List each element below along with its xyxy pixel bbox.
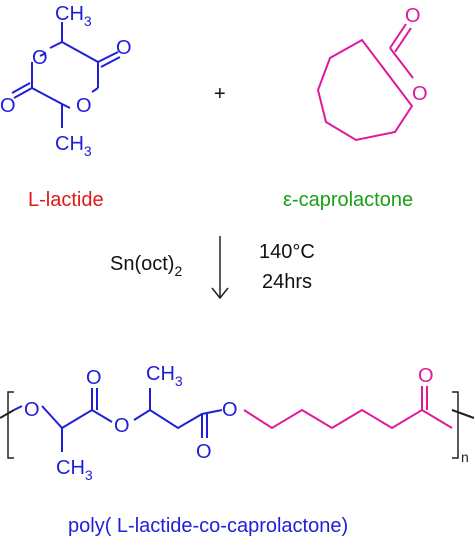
product-caprolactone-carbonyl [421,386,428,410]
product-o-carbonyl-1: O [86,367,102,389]
lactide-methyl-bottom: CH3 [55,133,92,159]
lactide-carbonyl-bond-bottom [11,82,33,99]
l-lactide-structure: O O O O CH3 CH3 [0,3,132,159]
repeat-subscript: n [461,449,469,465]
chain-end-left [0,409,15,419]
lactide-methyl-top: CH3 [55,3,92,29]
caprolactone-carbonyl-o: O [405,5,421,27]
catalyst-label: Sn(oct)2 [110,253,182,279]
right-bracket [452,391,459,459]
time-label: 24hrs [262,271,312,293]
caprolactone-ring-bonds [316,38,414,142]
product-structure: n O O O O O CH3 CH3 O [0,363,474,483]
lactide-ring-o-left: O [32,47,48,69]
product-name: poly( L-lactide-co-caprolactone) [68,515,348,537]
product-lactide-carbonyl-1 [91,388,98,410]
product-lactide-carbonyl-2 [201,414,208,438]
plus-sign: + [214,83,226,105]
caprolactone-carbonyl-bond [389,23,412,53]
lactide-ring-o-right: O [76,95,92,117]
lactide-name: L-lactide [28,189,104,211]
caprolactone-name: ε-caprolactone [283,189,413,211]
caprolactone-ring-o: O [412,83,428,105]
left-bracket [7,391,14,459]
lactide-carbonyl-o-bottom: O [0,95,16,117]
product-o-ester-1: O [114,415,130,437]
product-methyl-down: CH3 [56,457,93,483]
down-arrow-icon [211,236,229,300]
chain-end-right [451,409,474,419]
product-methyl-up: CH3 [146,363,183,389]
product-caprolactone-chain [243,408,453,430]
lactide-carbonyl-o-top: O [116,37,132,59]
product-o-carbonyl-2: O [196,441,212,463]
product-o-ester-2: O [222,399,238,421]
temperature-label: 140°C [259,241,315,263]
lactide-carbonyl-bond-top [97,51,121,68]
caprolactone-structure: O O [316,5,428,142]
product-o-first: O [24,399,40,421]
product-o-carbonyl-3: O [418,365,434,387]
product-lactide-backbone [13,405,223,430]
